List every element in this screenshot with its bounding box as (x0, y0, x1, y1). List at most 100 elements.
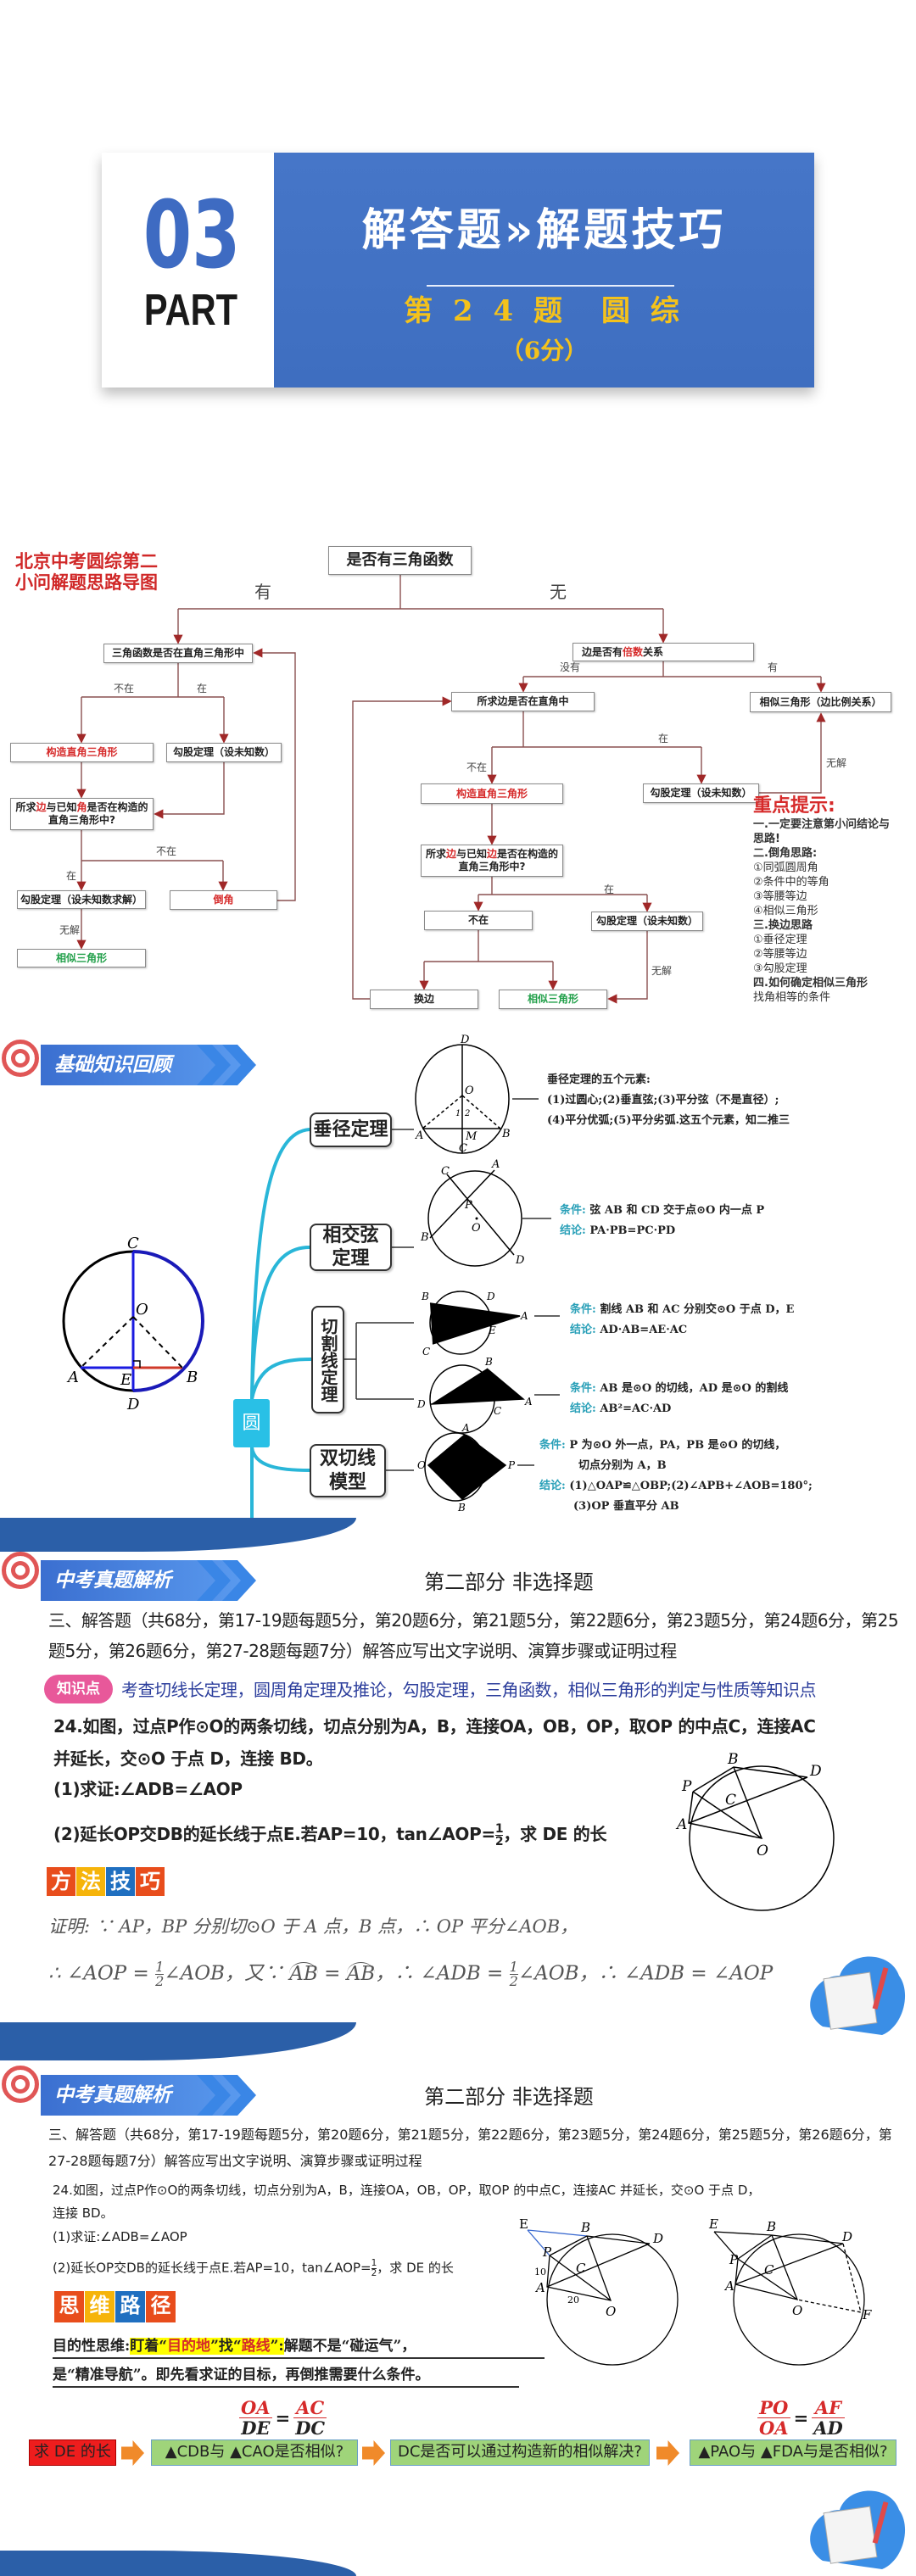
node-construct-right-triangle: 构造直角三角形 (10, 743, 154, 762)
step-construct-similarity: DC是否可以通过构造新的相似解决? (390, 2439, 650, 2466)
edge-label: 无解 (826, 757, 847, 769)
tip-line: 一.一定要注意第小问结论与 (753, 818, 890, 831)
secant2-text: 条件: AB 是⊙O 的切线，AD 是⊙O 的割线 结论: AB²=AC·AD (570, 1382, 789, 1415)
solution-figures: E B D P 10 C A 20 O E B D P C A O (519, 2217, 872, 2366)
node-similar-ratio: 相似三角形（边比例关系） (750, 692, 891, 712)
step-similarity-check: ▲CDB与 ▲CAO是否相似? (151, 2439, 358, 2466)
proof-line-1: 证明: ∵ AP，BP 分别切⊙O 于 A 点，B 点，∴ OP 平分∠AOB， (48, 1916, 578, 1937)
step-similarity-check-2: ▲PAO与 ▲FDA与是否相似? (690, 2439, 896, 2466)
instructions: 三、解答题（共68分，第17-19题每题5分，第20题6分，第21题5分，第22… (48, 1610, 899, 1661)
svg-text:O: O (417, 1459, 426, 1471)
part-number: 03 (142, 181, 241, 289)
svg-text:B: B (580, 2220, 590, 2235)
tip-line: 二.倒角思路: (753, 847, 818, 860)
node-pythagorean: 勾股定理（设未知数） (591, 912, 703, 931)
dart-target-icon (2, 1040, 39, 1077)
svg-text:C: C (576, 2261, 586, 2276)
big-circle-diagram: C O A E B D (62, 1235, 204, 1413)
svg-text:O: O (606, 2304, 616, 2319)
node-construct-right-triangle: 构造直角三角形 (421, 783, 563, 804)
part-heading: 第二部分 非选择题 (424, 1570, 594, 1594)
edge-label: 在 (66, 870, 77, 882)
method-tile: 技 (106, 1867, 135, 1896)
tip-line: 思路! (753, 833, 780, 845)
svg-text:C: C (459, 1142, 467, 1155)
tip-line: ①同弧圆周角 (753, 861, 818, 874)
node-perpendicular-diameter: 垂径定理 (310, 1112, 392, 1147)
review-diagrams: C O A E B D D O 1 2 A M B C C (62, 1034, 560, 1526)
edge-label: 在 (197, 683, 208, 694)
tip-line: ④相似三角形 (753, 905, 818, 917)
edge-label: 没有 (560, 661, 581, 673)
method-tile: 方 (47, 1867, 75, 1896)
svg-text:20: 20 (567, 2294, 579, 2306)
svg-text:D: D (416, 1398, 426, 1410)
figure-1: E B D P 10 C A 20 O (519, 2217, 679, 2366)
svg-text:A: A (675, 1816, 687, 1833)
svg-text:O: O (444, 1315, 453, 1327)
node-multiple-relation: 边是否有倍数关系 (572, 643, 754, 661)
path-tile: 路 (115, 2291, 145, 2322)
node-side-angle-question: 所求边与已知角是否在构造的直角三角形中? (10, 798, 154, 830)
svg-text:D: D (486, 1291, 495, 1302)
arrow-right-icon (656, 2440, 679, 2466)
svg-text:D: D (652, 2231, 663, 2246)
svg-text:C: C (764, 2262, 774, 2278)
dart-target-icon (2, 2066, 39, 2103)
svg-text:C: C (441, 1165, 450, 1178)
svg-text:A: A (524, 1396, 533, 1408)
flowchart-title: 北京中考圆综第二 小问解题思路导图 (15, 551, 158, 594)
tip-line: 三.换边思路 (753, 919, 813, 932)
edge-label: 不在 (156, 845, 177, 857)
svg-text:C: C (422, 1346, 430, 1358)
question-text: 连接 BD。 (53, 2205, 114, 2221)
svg-text:10: 10 (534, 2267, 546, 2278)
flowchart-title-line: 北京中考圆综第二 (15, 551, 158, 572)
branch-yes-label: 有 (254, 582, 271, 602)
svg-text:C: C (725, 1792, 736, 1809)
key-tips-title: 重点提示: (753, 795, 835, 817)
node-pythagorean-solve: 勾股定理（设未知数求解） (17, 890, 146, 909)
knowledge-tag: 知识点 (44, 1675, 113, 1703)
step-goal: 求 DE 的长 (29, 2439, 116, 2466)
purpose-thinking-line-1: 目的性思维:盯着“目的地”找“路线”:解题不是“碰运气”， (53, 2338, 545, 2359)
tip-line: ②等腰等边 (753, 948, 807, 961)
branch-no-label: 无 (550, 582, 567, 602)
node-similar-triangles: 相似三角形 (17, 949, 146, 967)
svg-text:P: P (681, 1778, 692, 1795)
svg-text:C: C (494, 1405, 501, 1417)
question-figure: B D P C A O (675, 1751, 835, 1911)
svg-text:O: O (469, 1388, 478, 1400)
node-pythagorean: 勾股定理（设未知数） (643, 783, 759, 803)
svg-text:D: D (460, 1034, 470, 1046)
svg-text:E: E (708, 2217, 718, 2232)
tip-line: 找角相等的条件 (753, 991, 831, 1004)
key-tips: 重点提示: 一.一定要注意第小问结论与 思路! 二.倒角思路: ①同弧圆周角 ②… (753, 795, 890, 1005)
edge-label: 不在 (466, 761, 488, 773)
svg-text:B: B (421, 1291, 429, 1302)
edge-label: 不在 (114, 683, 135, 694)
svg-text:B: B (766, 2219, 776, 2234)
svg-text:O: O (472, 1222, 481, 1235)
node-double-tangent: 双切线模型 (310, 1444, 386, 1497)
point-label: D (126, 1396, 140, 1413)
svg-text:A: A (415, 1129, 423, 1142)
question-part-1: (1)求证:∠ADB=∠AOP (53, 2229, 187, 2244)
svg-text:P: P (542, 2244, 552, 2260)
svg-text:O: O (465, 1084, 474, 1097)
svg-text:O: O (792, 2303, 802, 2318)
node-intersecting-chords: 相交弦定理 (310, 1224, 392, 1271)
svg-text:M: M (465, 1130, 478, 1143)
node-secant-tangent: 切割线定理 (311, 1306, 344, 1413)
flowchart-connectors (76, 575, 826, 1004)
purpose-thinking-line-2: 是“精准导航”。即先看求证的目标，再倒推需要什么条件。 (53, 2368, 519, 2388)
decorative-wave (0, 1518, 356, 1552)
node-side-in-right-angle: 所求边是否在直角中 (451, 692, 595, 711)
arrow-right-icon (362, 2440, 385, 2466)
point-label: B (186, 1369, 198, 1386)
secant1-text: 条件: 割线 AB 和 AC 分别交⊙O 于点 D，E 结论: AD·AB=AE… (570, 1303, 795, 1336)
header-title-panel (274, 153, 814, 388)
